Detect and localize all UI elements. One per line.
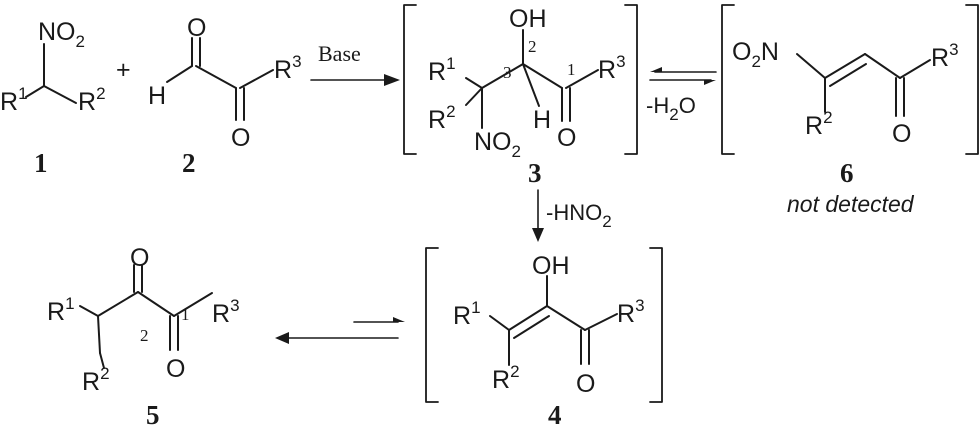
locant-c2: 2 [140, 326, 149, 345]
substituent-r2: R2 [78, 84, 106, 116]
bond [239, 69, 274, 89]
compound-6-bracket [721, 4, 979, 155]
substituent-r2: R2 [428, 102, 456, 134]
substituent-r2: R2 [492, 362, 520, 394]
bond [79, 305, 99, 317]
base-reagent-label: Base [318, 41, 361, 66]
bond [546, 305, 586, 331]
substituent-r1: R1 [0, 84, 28, 116]
bond [522, 63, 540, 107]
substituent-r2: R2 [805, 108, 833, 140]
compound-2: O H O R3 [148, 14, 302, 152]
nitro-group-label: O2N [732, 38, 779, 71]
bond [97, 291, 139, 317]
nitrous-acid-loss-label: -HNO2 [546, 200, 612, 231]
bond [899, 59, 931, 79]
arrowhead [650, 67, 662, 72]
bracket-left [403, 4, 417, 155]
arrowhead [393, 317, 405, 322]
compound-3-bracket [403, 4, 638, 155]
substituent-r3: R3 [212, 296, 240, 328]
bond [489, 315, 510, 331]
bond [481, 63, 524, 89]
hydroxyl-group: OH [532, 252, 570, 280]
nitro-group-label: NO2 [38, 18, 85, 51]
substituent-r3: R3 [617, 296, 645, 328]
arrowhead [275, 332, 289, 344]
methine-hydrogen: H [533, 106, 551, 134]
plus-sign: + [116, 56, 131, 84]
compound-1: NO2 R1 R2 [0, 18, 106, 116]
bracket-right [649, 247, 663, 403]
bond [829, 63, 867, 87]
carbonyl-oxygen: O [892, 120, 911, 148]
bond [99, 352, 105, 369]
bond [796, 53, 826, 79]
bond [25, 85, 45, 98]
bond [166, 65, 193, 83]
bond [173, 292, 213, 317]
compound-4: OH R1 R2 O R3 [453, 252, 645, 398]
compound-4-bracket [425, 247, 663, 403]
substituent-r1: R1 [453, 298, 481, 330]
carbonyl-oxygen: O [231, 124, 250, 152]
bracket-left [425, 247, 439, 403]
compound-number-3: 3 [528, 158, 542, 188]
bond [465, 77, 483, 89]
carbonyl-oxygen: O [187, 14, 206, 42]
locant-c1: 1 [567, 60, 576, 79]
bond [565, 69, 599, 89]
arrowhead [704, 80, 716, 85]
arrowhead [532, 228, 544, 242]
bond [137, 291, 175, 317]
substituent-r2: R2 [82, 364, 110, 396]
nitro-group-label: NO2 [474, 128, 521, 161]
compound-5: O R1 R2 O R3 2 1 [47, 244, 240, 396]
bond [508, 305, 548, 331]
not-detected-note: not detected [787, 191, 915, 217]
bond [824, 53, 866, 79]
compound-number-1: 1 [34, 148, 48, 178]
bond [864, 53, 901, 79]
substituent-r1: R1 [47, 294, 75, 326]
carbonyl-oxygen: O [130, 244, 149, 272]
bond [584, 313, 618, 331]
substituent-r3: R3 [598, 52, 626, 84]
bond [195, 65, 237, 89]
carbonyl-oxygen: O [557, 124, 576, 152]
substituent-r1: R1 [428, 54, 456, 86]
locant-c1: 1 [181, 305, 190, 324]
aldehyde-hydrogen: H [148, 82, 166, 110]
carbonyl-oxygen: O [576, 370, 595, 398]
compound-3: OH R1 R2 NO2 H O R3 3 2 1 [428, 5, 626, 161]
compound-number-4: 4 [548, 400, 562, 428]
compound-number-5: 5 [146, 400, 160, 428]
locant-c3: 3 [503, 63, 512, 82]
locant-c2: 2 [528, 37, 537, 56]
carbonyl-oxygen: O [166, 355, 185, 383]
bond [522, 63, 563, 89]
bracket-right [965, 4, 979, 155]
bracket-left [721, 4, 735, 155]
bond [465, 87, 483, 106]
bond [43, 85, 77, 104]
compound-number-6: 6 [840, 158, 854, 188]
arrowhead [384, 74, 400, 86]
bond [513, 315, 550, 339]
compound-6: O2N R2 O R3 [732, 38, 959, 148]
substituent-r3: R3 [274, 52, 302, 84]
hydroxyl-group: OH [509, 5, 547, 33]
bracket-right [624, 4, 638, 155]
dehydration-label: -H2O [646, 93, 696, 124]
compound-number-2: 2 [182, 148, 196, 178]
substituent-r3: R3 [931, 40, 959, 72]
bond [97, 315, 101, 354]
